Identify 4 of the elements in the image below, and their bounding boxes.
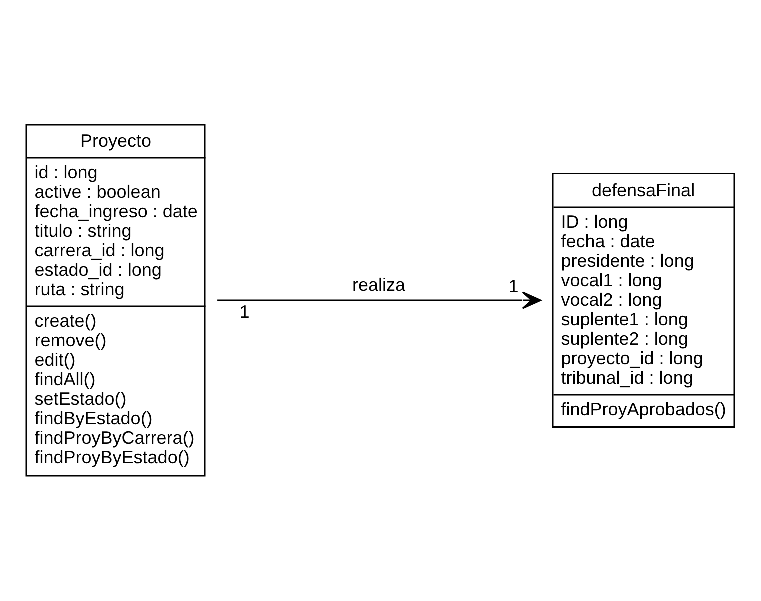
label: 1 xyxy=(240,302,250,322)
label: 1 xyxy=(508,276,519,296)
arrow xyxy=(218,292,542,310)
edge-label: realiza xyxy=(352,274,406,295)
